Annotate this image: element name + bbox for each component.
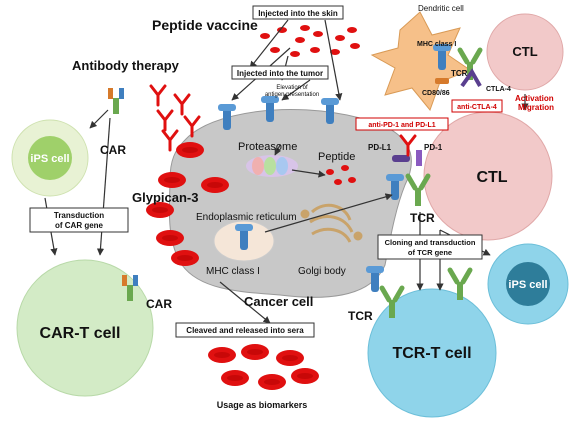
label-car-t-cell: CAR-T cell [40,325,121,342]
label-pd-l1: PD-L1 [368,143,392,152]
label-mhc-inner: MHC class I [206,266,260,277]
antibody-icon [149,84,167,107]
glypican-molecule [176,142,204,158]
label-car-bottom: CAR [146,297,172,311]
label-golgi: Golgi body [298,266,346,277]
label-usage-biomarkers: Usage as biomarkers [217,400,308,410]
tcr-mid-receptor [408,176,428,206]
label-dendritic-cell: Dendritic cell [418,4,464,13]
dendritic-cell-shape [370,11,472,112]
box-transduction [29,207,129,233]
released-glypican [258,374,286,390]
released-glypican [208,347,236,363]
peptide-dots-skin [260,25,360,57]
label-proteasome: Proteasome [238,141,297,153]
label-glypican3: Glypican-3 [132,190,198,205]
antibody-icon [173,93,191,116]
label-er: Endoplasmic reticulum [196,212,297,223]
label-injected-tumor: Injected into the tumor [237,69,323,78]
label-tcr-mid: TCR [410,211,435,225]
label-pd-1: PD-1 [424,143,443,152]
label-ctla4: CTLA-4 [486,86,511,93]
label-peptide: Peptide [318,151,355,163]
ips-cell-left-nucleus [28,136,72,180]
label-mhc-top: MHC class I [417,41,456,48]
tcr-t-cell [367,288,497,418]
label-car-top: CAR [100,143,126,157]
label-transduction-1: Transduction [54,211,104,220]
released-glypican [276,350,304,366]
label-activation: Activation [515,94,554,103]
label-ips-left: iPS cell [30,153,69,165]
golgi-body-icon [300,203,363,243]
glypican-molecule [158,172,186,188]
proteasome-icon [246,155,298,177]
pd-l1-receptor [392,155,410,162]
glypican-molecule [171,250,199,266]
antibody-icon [156,109,174,132]
label-cloning-2: of TCR gene [408,248,452,257]
box-injected-skin [252,5,344,20]
label-antibody-therapy: Antibody therapy [72,58,180,73]
released-glypican [221,370,249,386]
antibody-icon [161,129,179,152]
label-elevation-1: Elevation of [276,85,308,91]
label-anti-ctla4: anti-CTLA-4 [457,104,497,111]
label-cd80-86: CD80/86 [422,90,450,97]
label-tcr-top: TCR [451,69,468,78]
released-glypican [291,368,319,384]
label-ips-right: iPS cell [508,279,547,291]
label-transduction-2: of CAR gene [55,221,104,230]
released-glypican [241,344,269,360]
box-injected-tumor [231,65,329,80]
label-tcr-t-cell: TCR-T cell [392,345,471,362]
cd80-86-shape [435,78,449,84]
label-peptide-vaccine: Peptide vaccine [152,17,258,33]
glypican-molecule [201,177,229,193]
label-ctl-big: CTL [476,169,507,186]
glypican-molecule [156,230,184,246]
label-cleaved: Cleaved and released into sera [186,326,304,335]
box-cleaved [175,322,315,338]
car-receptor-icon [108,88,124,114]
car-t-cell [16,259,154,397]
label-elevation-2: antigen presentation [265,92,319,98]
label-cancer-cell: Cancer cell [244,294,313,309]
label-tcr-bottom: TCR [348,309,373,323]
box-anti-ctla4 [451,99,503,113]
peptide-dots-inner [326,165,356,185]
box-anti-pd [355,117,449,131]
ctla4-receptor [460,68,482,88]
label-ctl-small: CTL [512,44,537,59]
label-anti-pd: anti-PD-1 and PD-L1 [368,122,435,129]
pd-1-receptor [416,150,422,166]
ips-cell-right-nucleus [506,262,550,306]
label-migration: Migration [518,103,554,112]
label-cloning-1: Cloning and transduction [385,238,476,247]
box-cloning [377,234,483,260]
ctl-small-cell [486,13,564,91]
label-injected-skin: Injected into the skin [258,9,338,18]
